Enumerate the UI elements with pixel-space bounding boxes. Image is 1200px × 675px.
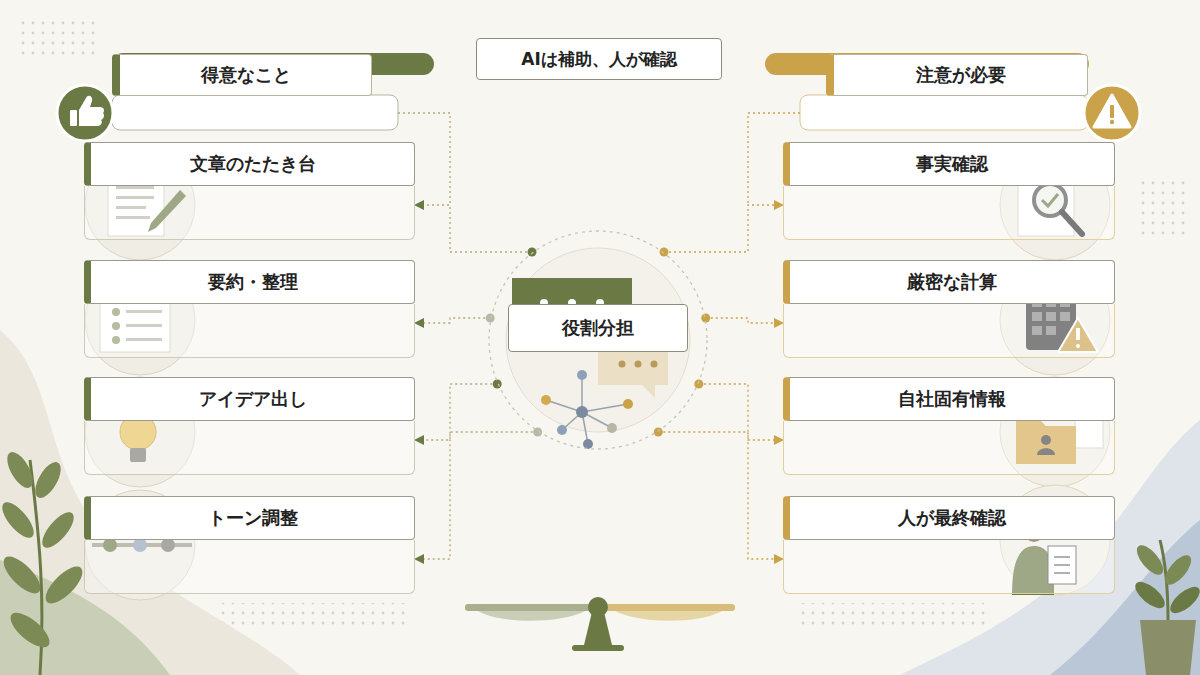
category-header: 得意なこと [112, 54, 372, 96]
balance-scale [465, 597, 735, 651]
dot-grid [1140, 180, 1190, 240]
card-body [783, 304, 1115, 358]
center-label-box: 役割分担 [508, 304, 688, 352]
dot-grid [795, 603, 985, 625]
potted-plant [1131, 540, 1200, 675]
card-body [783, 186, 1115, 240]
card-body [783, 540, 1115, 594]
dotted-connector [416, 432, 538, 559]
center-illustration [506, 248, 690, 449]
category-header: 注意が必要 [826, 54, 1088, 96]
connector-dot [493, 380, 502, 389]
card-body [84, 540, 415, 594]
connector-dot [660, 248, 669, 257]
center-circle: 役割分担 [488, 230, 708, 450]
thumbs-up-icon [57, 85, 113, 141]
card-body [84, 304, 415, 358]
card-tab: トーン調整 [84, 496, 415, 540]
plant [0, 448, 88, 675]
card-tab: 文章のたたき台 [84, 142, 415, 186]
blank-box [800, 95, 1088, 130]
dot-grid [18, 18, 98, 58]
card-label: 厳密な計算 [907, 271, 997, 293]
item-card: 人が最終確認 [783, 496, 1115, 594]
card-tab: 要約・整理 [84, 260, 415, 304]
dotted-connector [416, 318, 490, 323]
card-body [84, 421, 415, 475]
item-card: トーン調整 [84, 496, 415, 594]
card-body [783, 421, 1115, 475]
card-label: アイデア出し [199, 388, 307, 410]
dotted-connector [416, 205, 532, 252]
item-card: アイデア出し [84, 377, 415, 475]
center-text: 役割分担 [562, 317, 634, 339]
item-card: 自社固有情報 [783, 377, 1115, 475]
card-label: 人が最終確認 [898, 507, 1006, 529]
dotted-connector [658, 432, 782, 559]
card-label: 事実確認 [916, 153, 988, 175]
item-card: 文章のたたき台 [84, 142, 415, 240]
dotted-connector [706, 318, 782, 323]
card-label: 自社固有情報 [898, 388, 1006, 410]
header-text: 得意なこと [201, 64, 291, 86]
connector-dot [486, 314, 495, 323]
card-tab: 自社固有情報 [783, 377, 1115, 421]
title-box: AIは補助、人が確認 [476, 38, 722, 80]
item-card: 厳密な計算 [783, 260, 1115, 358]
card-tab: アイデア出し [84, 377, 415, 421]
dot-grid [215, 603, 405, 625]
card-tab: 厳密な計算 [783, 260, 1115, 304]
card-label: 文章のたたき台 [190, 153, 316, 175]
title-text: AIは補助、人が確認 [521, 49, 676, 69]
dotted-connector [664, 205, 782, 252]
card-tab: 事実確認 [783, 142, 1115, 186]
warning-icon [1084, 85, 1140, 141]
blank-box [112, 95, 398, 130]
card-body [84, 186, 415, 240]
card-label: トーン調整 [208, 507, 298, 529]
dotted-connector [699, 384, 782, 440]
header-text: 注意が必要 [916, 64, 1006, 86]
connector-dot [654, 428, 663, 437]
card-label: 要約・整理 [208, 271, 298, 293]
card-tab: 人が最終確認 [783, 496, 1115, 540]
item-card: 要約・整理 [84, 260, 415, 358]
item-card: 事実確認 [783, 142, 1115, 240]
connector-dot [528, 248, 537, 257]
